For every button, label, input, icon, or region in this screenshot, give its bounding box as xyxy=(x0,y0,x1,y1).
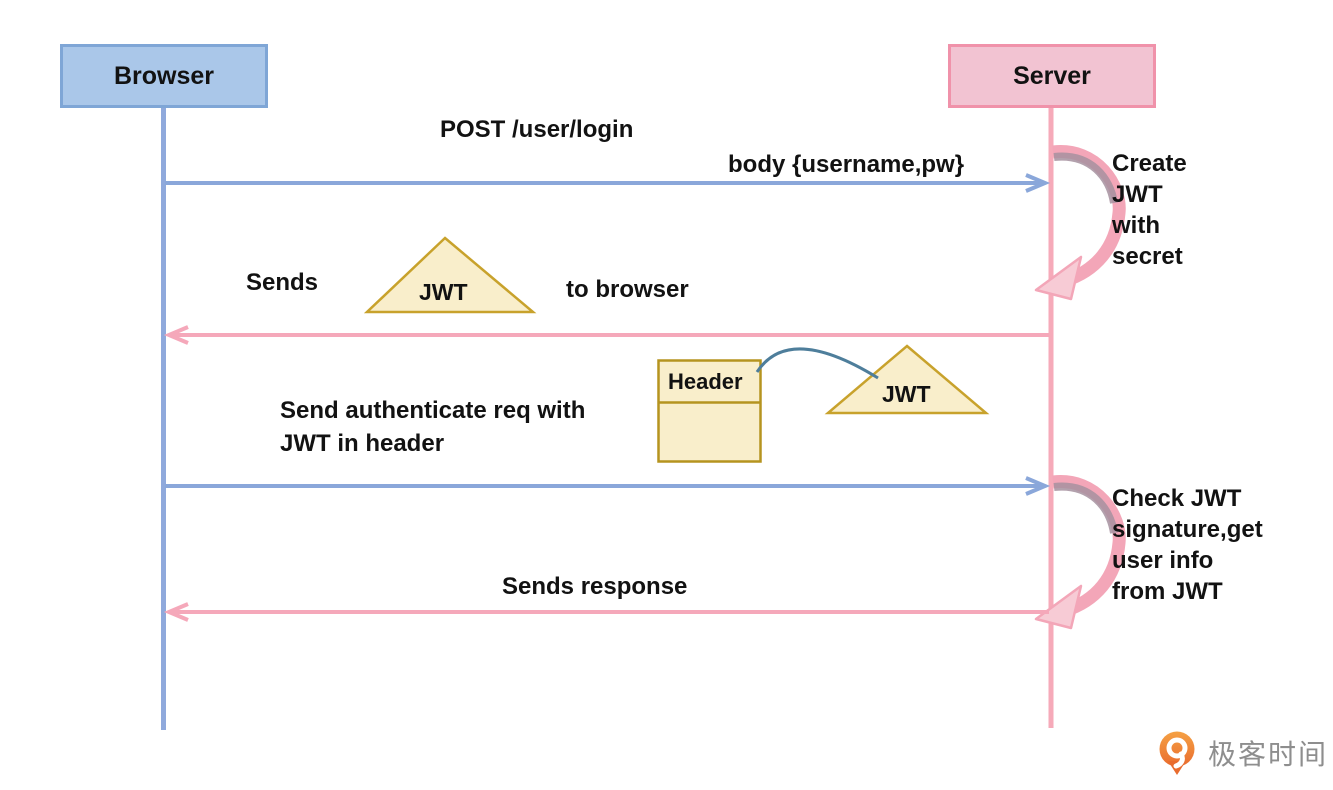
create-jwt-self-loop-shadow xyxy=(1053,152,1118,204)
http-header-box xyxy=(657,359,762,463)
geektime-q-pin-icon xyxy=(1159,731,1195,775)
header-to-jwt-connector xyxy=(755,347,879,380)
sends-jwt-suffix-label: to browser xyxy=(566,276,689,303)
check-jwt-loop-arrowhead-icon xyxy=(1034,584,1083,630)
actor-browser-label: Browser xyxy=(113,61,215,90)
create-jwt-loop-arrowhead-icon xyxy=(1034,255,1083,301)
check-jwt-self-loop xyxy=(1052,475,1126,618)
brand-logo: 极客时间 xyxy=(1155,729,1328,777)
auth-request-arrowhead-icon xyxy=(1025,476,1051,496)
http-header-box-label: Header xyxy=(668,369,743,394)
check-jwt-self-loop-shadow xyxy=(1053,482,1118,534)
auth-request-label: Send authenticate req with JWT in header xyxy=(280,397,586,457)
create-jwt-self-loop xyxy=(1052,145,1126,288)
jwt-token-sent-label: JWT xyxy=(419,279,468,305)
actor-box-browser: Browser xyxy=(60,44,268,108)
brand-logo-text: 极客时间 xyxy=(1208,739,1329,770)
login-request-arrowhead-icon xyxy=(1025,173,1051,193)
sends-jwt-prefix-label: Sends xyxy=(246,269,319,296)
login-request-body-label: body {username,pw} xyxy=(728,151,965,178)
jwt-token-triangle-header xyxy=(824,344,990,415)
sends-jwt-arrowhead-icon xyxy=(163,325,189,345)
sends-response-label: Sends response xyxy=(502,573,688,600)
login-request-method-label: POST /user/login xyxy=(440,116,634,143)
jwt-token-header-label: JWT xyxy=(882,381,931,407)
create-jwt-note: Create JWT with secret xyxy=(1112,150,1187,270)
jwt-token-triangle-sent xyxy=(363,236,537,314)
actor-server-label: Server xyxy=(1013,61,1091,90)
actor-box-server: Server xyxy=(948,44,1156,108)
sends-response-arrowhead-icon xyxy=(163,602,189,622)
check-jwt-note: Check JWT signature,get user info from J… xyxy=(1112,485,1263,605)
